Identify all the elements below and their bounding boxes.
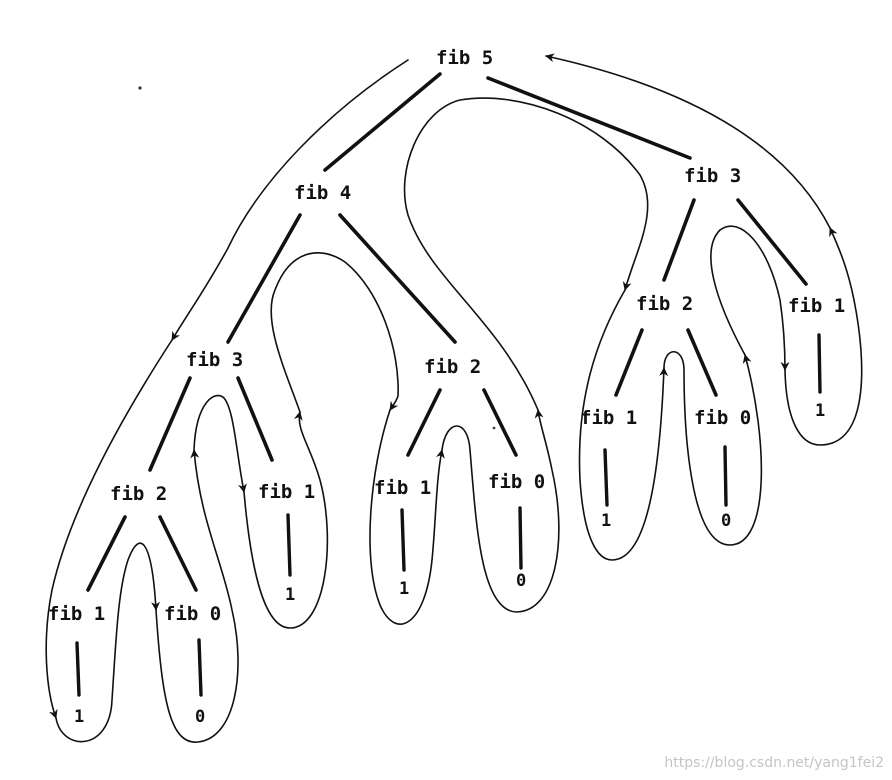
edge-fib2-mid-fib1 (406, 388, 442, 457)
trace-return-to-root (784, 227, 863, 446)
leaf-edge-0-c (723, 445, 728, 507)
node-fib1-a: fib 1 (48, 603, 105, 625)
leaf-value-1-d: 1 (601, 511, 611, 531)
tree-leaves: 1 0 1 1 0 1 0 1 (74, 401, 825, 727)
node-fib4: fib 4 (294, 182, 351, 204)
edge-fib5-fib3-right (486, 76, 692, 160)
trace-right-fib0-loop (663, 351, 763, 546)
leaf-value-0-a: 0 (195, 707, 205, 727)
trace-right-fib2-leaves (578, 289, 669, 561)
edge-fib2-mid-fib0 (482, 388, 518, 457)
leaf-edges (75, 333, 822, 697)
trace-fib4-to-fib2 (270, 252, 399, 413)
leaf-edge-1-c (400, 508, 406, 572)
edge-fib2-right-fib0 (686, 328, 718, 397)
trace-descend-fib3-left (171, 59, 409, 341)
traversal-trace (45, 53, 863, 743)
edge-fib4-fib2 (338, 213, 457, 344)
edge-fib3-right-fib2 (662, 198, 696, 282)
leaf-value-1-c: 1 (399, 579, 409, 599)
node-fib2-left: fib 2 (110, 483, 167, 505)
leaf-value-1-a: 1 (74, 707, 84, 727)
trace-fib2-fib1-fib0 (369, 409, 445, 625)
node-fib2-right: fib 2 (636, 293, 693, 315)
scan-specks (138, 86, 496, 430)
leaf-value-0-b: 0 (516, 571, 526, 591)
leaf-edge-1-a (75, 641, 81, 697)
trace-fib0-up-right (441, 409, 560, 613)
node-fib1-c: fib 1 (374, 477, 431, 499)
node-fib0-a: fib 0 (164, 603, 221, 625)
leaf-edge-0-a (197, 638, 203, 697)
trace-loop-fib1-fib0 (55, 542, 161, 743)
trace-left-subtree (45, 339, 173, 719)
leaf-value-1-e: 1 (815, 401, 825, 421)
node-fib0-c: fib 0 (694, 407, 751, 429)
node-fib0-b: fib 0 (488, 471, 545, 493)
leaf-value-1-b: 1 (285, 585, 295, 605)
watermark-text: https://blog.csdn.net/yang1fei2 (664, 755, 884, 771)
tree-edges (86, 72, 808, 592)
trace-final-return (545, 53, 831, 229)
node-fib1-e: fib 1 (788, 295, 845, 317)
tree-nodes: fib 5 fib 4 fib 3 fib 3 fib 2 fib 2 fib … (48, 47, 845, 625)
trace-loop-fib0-up (155, 449, 239, 743)
edge-fib4-fib3-left (226, 213, 302, 344)
leaf-edge-0-b (518, 506, 523, 570)
node-fib1-b: fib 1 (258, 481, 315, 503)
edge-fib2-fib1 (86, 515, 127, 592)
edge-fib2-right-fib1 (614, 328, 644, 397)
leaf-edge-1-b (286, 513, 292, 577)
leaf-edge-1-d (603, 448, 609, 507)
trace-loop-fib1-up (243, 411, 329, 629)
node-fib5: fib 5 (436, 47, 493, 69)
trace-loop-fib3-fib1 (193, 394, 247, 493)
edge-fib3-left-fib1 (236, 376, 274, 462)
node-fib1-d: fib 1 (580, 407, 637, 429)
node-fib3-right: fib 3 (684, 165, 741, 187)
node-fib3-left: fib 3 (186, 349, 243, 371)
leaf-value-0-c: 0 (721, 511, 731, 531)
edge-fib2-fib0 (158, 515, 198, 592)
trace-right-fib1-loop (710, 225, 790, 371)
leaf-edge-1-e (817, 333, 822, 394)
edge-fib3-left-fib2 (148, 376, 192, 472)
node-fib2-middle: fib 2 (424, 356, 481, 378)
edge-fib5-fib4 (323, 72, 442, 172)
edge-fib3-right-fib1 (736, 198, 808, 286)
trace-fib5-to-fib2-right (403, 97, 649, 411)
